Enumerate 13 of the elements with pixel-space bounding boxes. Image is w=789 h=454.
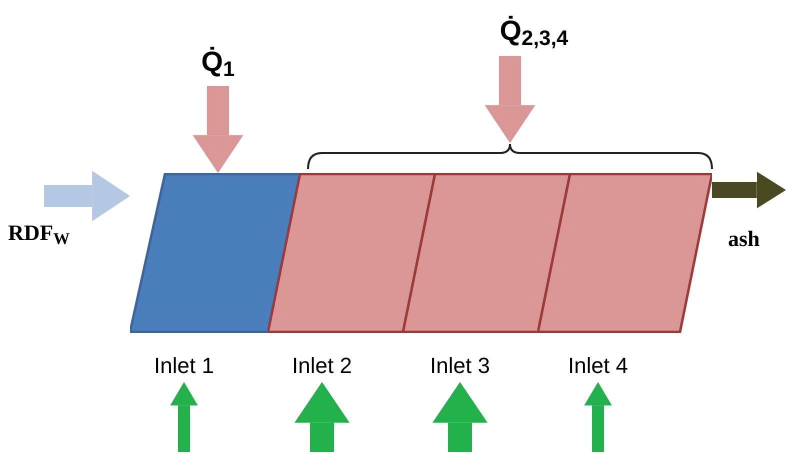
block-arrow bbox=[584, 382, 612, 452]
block-arrow bbox=[432, 382, 488, 452]
inlet-label: Inlet 2 bbox=[292, 355, 352, 377]
heat-flow-label: Q̇$_{1}$ bbox=[201, 48, 235, 76]
block-arrow bbox=[712, 172, 786, 208]
block-arrow bbox=[484, 56, 536, 143]
block-arrow bbox=[170, 382, 198, 452]
block-arrow bbox=[44, 170, 130, 222]
block-arrow bbox=[294, 382, 350, 452]
inlet-label: Inlet 3 bbox=[430, 355, 490, 377]
inlet-label: Inlet 1 bbox=[154, 355, 214, 377]
inlet-label: Inlet 4 bbox=[568, 355, 628, 377]
block-arrow bbox=[192, 86, 244, 173]
